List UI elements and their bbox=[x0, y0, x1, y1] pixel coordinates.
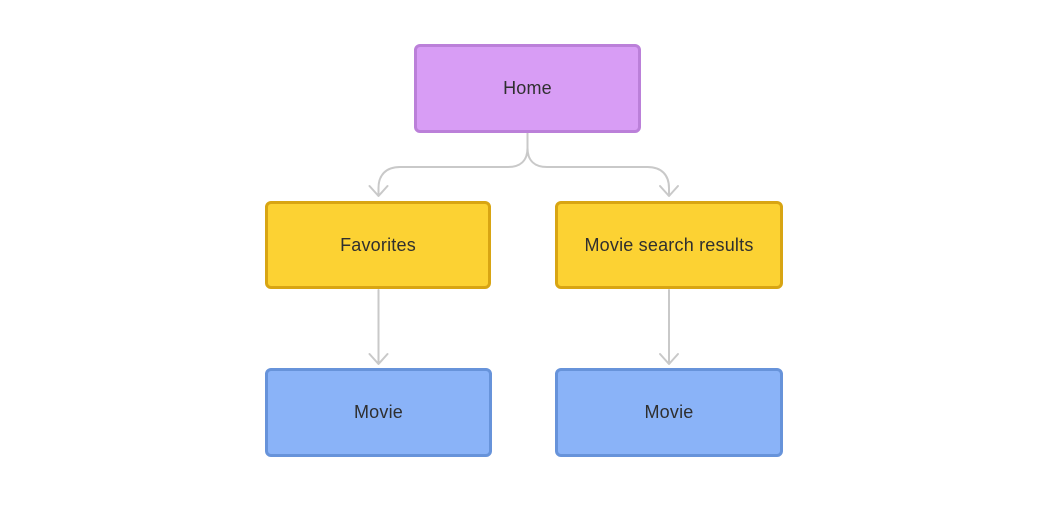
arrowhead-down-icon bbox=[368, 185, 389, 197]
node-movie-search-results[interactable]: Movie search results bbox=[555, 201, 783, 289]
edge-home-favorites bbox=[368, 132, 529, 197]
edge-movie-search-results-movie bbox=[659, 289, 679, 365]
node-movie-right-label: Movie bbox=[644, 402, 694, 422]
node-movie-left[interactable]: Movie bbox=[265, 368, 492, 457]
node-home-label: Home bbox=[503, 78, 552, 98]
arrowhead-down-icon bbox=[659, 185, 679, 197]
arrowhead-down-icon bbox=[368, 353, 389, 365]
arrowhead-down-icon bbox=[659, 353, 679, 365]
node-favorites[interactable]: Favorites bbox=[265, 201, 491, 289]
edge-favorites-movie bbox=[368, 289, 389, 365]
node-movie-right[interactable]: Movie bbox=[555, 368, 783, 457]
connector-line bbox=[526, 132, 670, 196]
edge-home-movie-search-results bbox=[526, 132, 679, 197]
node-movie-search-results-label: Movie search results bbox=[584, 234, 754, 255]
node-favorites-label: Favorites bbox=[340, 234, 416, 255]
node-home[interactable]: Home bbox=[414, 44, 641, 133]
node-movie-left-label: Movie bbox=[353, 402, 403, 422]
connector-line bbox=[377, 132, 529, 196]
